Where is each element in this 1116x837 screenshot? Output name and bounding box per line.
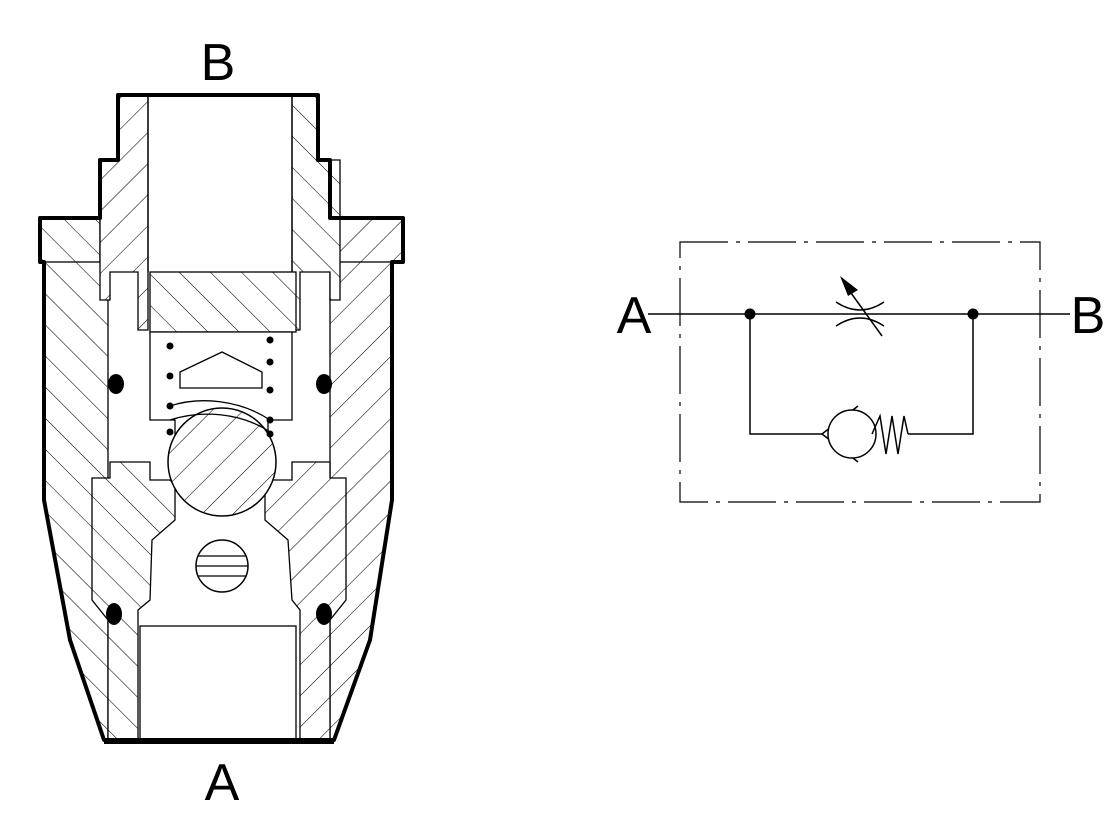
body-lower-right [264,461,347,741]
throttle-lower [835,317,885,327]
flange-right [337,217,404,263]
o-ring [316,374,332,394]
o-ring [108,374,124,394]
spring-symbol [871,413,909,455]
port-label-left: A [617,287,652,345]
check-ball-symbol [827,409,877,459]
sleeve-left [99,94,149,331]
cross-hole-lines [196,555,248,577]
port-label-right: B [1071,287,1106,345]
spring-coils [166,336,274,438]
enclosure [679,241,1041,503]
adjust-arrow-shaft [845,285,883,337]
hydraulic-symbol: A B [617,241,1106,503]
bypass-line [749,314,822,435]
flange-left [39,217,101,263]
throttle-upper [835,301,885,311]
valve-cross-section: B A [38,34,405,812]
check-ball [167,407,277,517]
plug [149,271,297,333]
o-ring [106,603,122,625]
adjust-arrow-head [840,276,858,296]
body-lower-left [91,461,176,741]
port-label-bottom: A [205,754,240,812]
poppet [179,351,263,389]
o-ring [316,603,332,625]
bypass-line [908,314,974,435]
bore-bottom [139,625,297,743]
port-label-top: B [201,34,236,92]
